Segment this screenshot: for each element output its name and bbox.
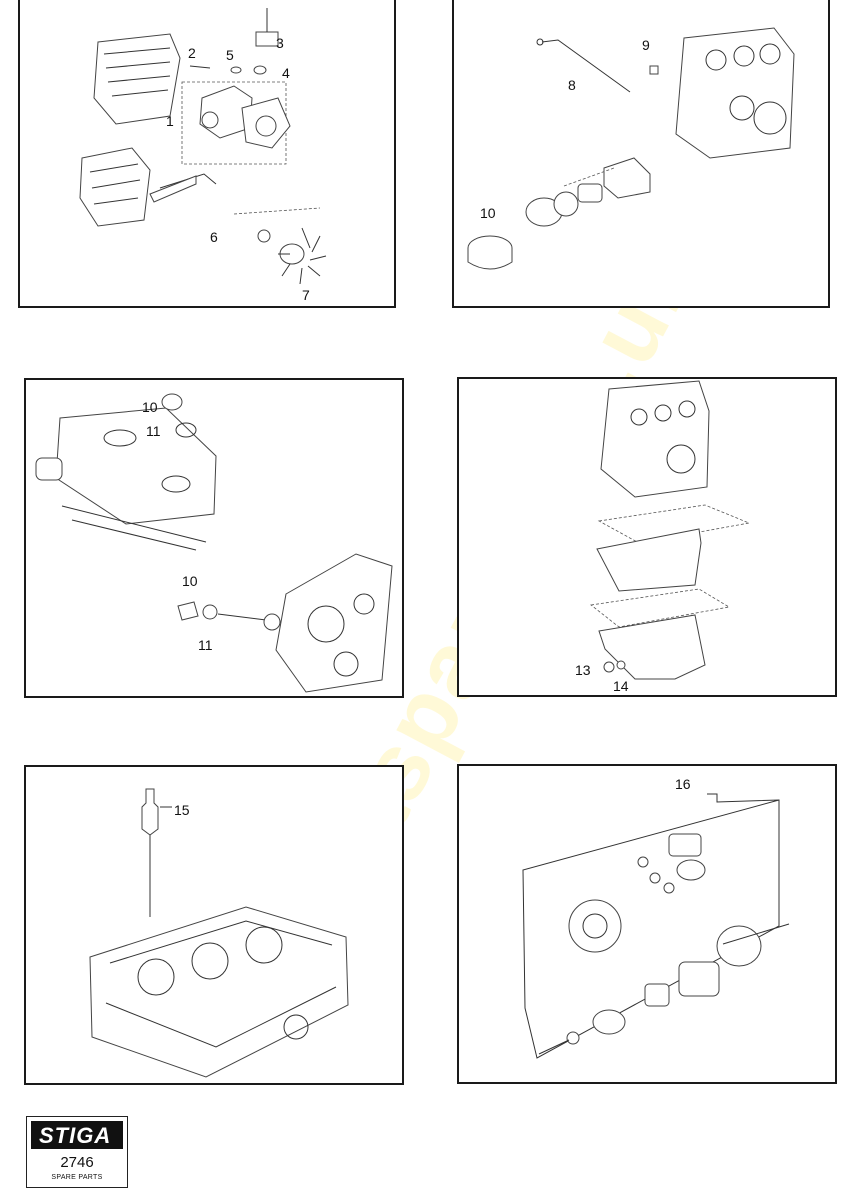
glow-plug-sketch [141, 788, 172, 917]
callout-label: 15 [174, 802, 190, 818]
callout-label: 10 [480, 205, 496, 221]
logo-subtitle: SPARE PARTS [51, 1174, 103, 1181]
diagram-panel-oil-filter: 8 9 10 [452, 0, 830, 308]
stiga-logo: STIGA 2746 SPARE PARTS [26, 1116, 128, 1188]
callout-label: 2 [188, 45, 196, 61]
callout-label: 13 [575, 662, 591, 678]
callout-label: 16 [675, 776, 691, 792]
callout-label: 1 [166, 113, 174, 129]
pump-assembly [149, 8, 327, 285]
catalog-number: 2746 [60, 1154, 94, 1171]
callout-label: 4 [282, 65, 290, 81]
diagram-panel-oil-pan: 13 14 [457, 377, 837, 697]
callout-label: 11 [198, 637, 213, 653]
logo-brand: STIGA [39, 1123, 112, 1148]
cylinder-head-sketch [89, 906, 349, 1078]
starter-parts [538, 833, 790, 1055]
engine-block-sketch [79, 33, 181, 227]
oil-pan-drawing [590, 380, 751, 680]
callout-label: 9 [642, 37, 650, 53]
diagram-panel-cylinder-head: 15 [24, 765, 404, 1085]
valve-cover-sketch [35, 393, 217, 551]
logo-banner: STIGA [31, 1121, 123, 1149]
callout-label: 10 [142, 399, 158, 415]
oil-filter-drawing [467, 27, 795, 270]
callout-label: 11 [146, 423, 161, 439]
water-pump-drawing [79, 8, 327, 285]
callout-label: 7 [302, 287, 310, 303]
starter-bracket [522, 793, 780, 1059]
oil-cap-drawing [35, 393, 393, 693]
diagram-panel-starter: 16 [457, 764, 837, 1084]
callout-label: 6 [210, 229, 218, 245]
dipstick-and-filter [467, 38, 659, 270]
callout-label: 14 [613, 678, 629, 694]
timing-cover-sketch [177, 553, 393, 693]
callout-label: 8 [568, 77, 576, 93]
diagram-panel-oil-cap: 10 11 10 11 [24, 378, 404, 698]
engine-block-sketch [600, 380, 710, 498]
callout-label: 3 [276, 35, 284, 51]
callout-label: 10 [182, 573, 198, 589]
callout-label: 5 [226, 47, 234, 63]
pan-parts [590, 504, 751, 680]
cylinder-head-drawing [89, 788, 349, 1078]
starter-drawing [522, 793, 790, 1059]
diagram-panel-water-pump: 1 2 3 4 5 6 7 [18, 0, 396, 308]
engine-block-sketch [675, 27, 795, 159]
